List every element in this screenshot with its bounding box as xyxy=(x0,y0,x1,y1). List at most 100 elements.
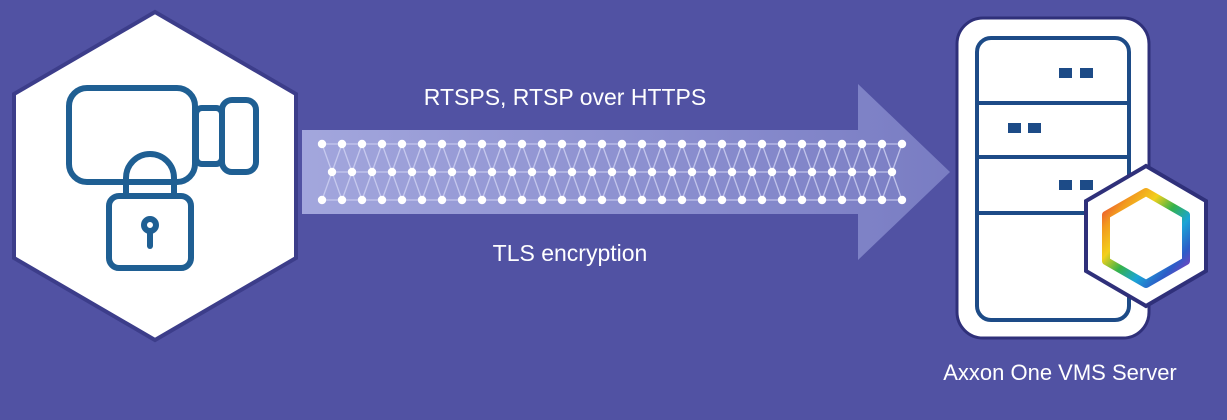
mesh-node xyxy=(857,139,867,149)
mesh-node xyxy=(637,195,647,205)
mesh-node xyxy=(717,139,727,149)
mesh-node xyxy=(867,167,877,177)
vms-server xyxy=(955,16,1208,340)
mesh-node xyxy=(887,167,897,177)
mesh-link xyxy=(521,143,533,173)
mesh-link xyxy=(771,171,783,201)
mesh-link xyxy=(331,171,343,201)
mesh-link xyxy=(511,143,523,173)
mesh-link xyxy=(861,143,873,173)
mesh-node xyxy=(587,167,597,177)
mesh-link xyxy=(871,143,883,173)
mesh-node xyxy=(667,167,677,177)
mesh-node xyxy=(517,195,527,205)
mesh-link xyxy=(681,171,693,201)
mesh-link xyxy=(841,143,853,173)
mesh-link xyxy=(791,171,803,201)
mesh-node xyxy=(707,167,717,177)
mesh-node xyxy=(447,167,457,177)
mesh-node xyxy=(397,195,407,205)
mesh-node xyxy=(497,195,507,205)
mesh-link xyxy=(391,171,403,201)
mesh-link xyxy=(651,143,663,173)
mesh-link xyxy=(501,143,513,173)
mesh-link xyxy=(851,143,863,173)
mesh-link xyxy=(621,171,633,201)
mesh-node xyxy=(737,139,747,149)
mesh-node xyxy=(377,195,387,205)
mesh-node xyxy=(397,139,407,149)
mesh-node xyxy=(527,167,537,177)
mesh-link xyxy=(381,143,393,173)
mesh-node xyxy=(617,195,627,205)
mesh-link xyxy=(491,143,503,173)
mesh-node xyxy=(607,167,617,177)
mesh-link xyxy=(611,171,623,201)
mesh-node xyxy=(337,139,347,149)
mesh-link xyxy=(691,143,703,173)
mesh-link xyxy=(861,171,873,201)
mesh-link xyxy=(711,171,723,201)
mesh-link xyxy=(871,171,883,201)
mesh-link xyxy=(711,143,723,173)
mesh-link xyxy=(411,143,423,173)
mesh-node xyxy=(847,167,857,177)
mesh-link xyxy=(471,171,483,201)
mesh-node xyxy=(627,167,637,177)
mesh-link xyxy=(581,171,593,201)
mesh-link xyxy=(341,143,353,173)
mesh-node xyxy=(577,195,587,205)
mesh-node xyxy=(897,139,907,149)
lock-camera-icon xyxy=(66,85,259,271)
mesh-link xyxy=(671,143,683,173)
mesh-link xyxy=(751,171,763,201)
mesh-node xyxy=(327,167,337,177)
mesh-link xyxy=(781,171,793,201)
mesh-node xyxy=(657,139,667,149)
mesh-link xyxy=(451,143,463,173)
mesh-link xyxy=(641,143,653,173)
mesh-node xyxy=(367,167,377,177)
mesh-link xyxy=(401,171,413,201)
server-label: Axxon One VMS Server xyxy=(943,360,1177,385)
mesh-link xyxy=(571,143,583,173)
mesh-node xyxy=(477,195,487,205)
mesh-node xyxy=(457,195,467,205)
mesh-node xyxy=(477,139,487,149)
mesh-link xyxy=(361,171,373,201)
mesh-link xyxy=(631,143,643,173)
mesh-node xyxy=(337,195,347,205)
arrow-mesh-nodes xyxy=(317,139,907,205)
mesh-link xyxy=(841,171,853,201)
mesh-node xyxy=(387,167,397,177)
mesh-node xyxy=(577,139,587,149)
mesh-link xyxy=(481,143,493,173)
mesh-link xyxy=(381,171,393,201)
mesh-link xyxy=(751,143,763,173)
mesh-link xyxy=(661,171,673,201)
mesh-link xyxy=(571,171,583,201)
mesh-node xyxy=(857,195,867,205)
mesh-node xyxy=(347,167,357,177)
mesh-node xyxy=(777,195,787,205)
mesh-link xyxy=(561,143,573,173)
mesh-link xyxy=(801,143,813,173)
mesh-link xyxy=(891,143,903,173)
mesh-node xyxy=(597,139,607,149)
mesh-link xyxy=(611,143,623,173)
mesh-link xyxy=(651,171,663,201)
mesh-node xyxy=(787,167,797,177)
mesh-link xyxy=(351,143,363,173)
mesh-node xyxy=(687,167,697,177)
mesh-node xyxy=(747,167,757,177)
mesh-link xyxy=(511,171,523,201)
server-indicator-lights xyxy=(1008,68,1093,190)
mesh-link xyxy=(531,143,543,173)
mesh-link xyxy=(331,143,343,173)
mesh-link xyxy=(721,143,733,173)
mesh-node xyxy=(757,139,767,149)
mesh-link xyxy=(881,143,893,173)
mesh-link xyxy=(701,171,713,201)
mesh-link xyxy=(601,143,613,173)
mesh-node xyxy=(427,167,437,177)
